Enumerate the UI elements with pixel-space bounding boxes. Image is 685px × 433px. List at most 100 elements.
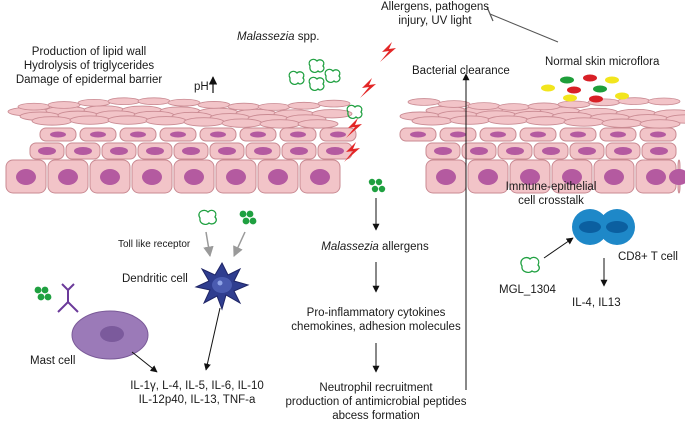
cell-nucleus [146, 147, 164, 155]
keratinocyte [167, 98, 201, 107]
malassezia-rest: spp. [294, 31, 320, 43]
cell-nucleus [506, 147, 524, 155]
stimuli-line-1: Allergens, pathogens [380, 1, 490, 13]
lightning-bolt-icon [346, 118, 362, 138]
stimuli-line-2: injury, UV light [398, 15, 472, 27]
cell-nucleus [142, 169, 162, 185]
neutrophil-line-2: production of antimicrobial peptides [285, 396, 467, 408]
bacterial-clearance-label: Bacterial clearance [412, 65, 510, 77]
mast-cell-label: Mast cell [30, 355, 76, 367]
cytokines-label: IL-1γ, L-4, IL-5, IL-6, IL-10 IL-12p40, … [108, 379, 286, 407]
cell-nucleus [218, 147, 236, 155]
microflora-bacterium [589, 95, 603, 103]
cell-nucleus [182, 147, 200, 155]
inhibition-line [486, 6, 559, 43]
allergens-label: Malassezia allergens [305, 240, 445, 254]
keratinocyte [221, 118, 263, 128]
keratinocyte [525, 116, 567, 126]
lipid-line-3: Damage of epidermal barrier [15, 74, 163, 86]
il4-il13-label: IL-4, IL13 [572, 297, 621, 309]
epidermis-layer [5, 97, 685, 194]
cell-nucleus [646, 169, 666, 185]
cell-nucleus [570, 131, 586, 138]
mgl-to-tcell-arrow [543, 237, 574, 259]
keratinocyte [647, 97, 681, 106]
cell-nucleus [434, 147, 452, 155]
microflora-bacterium [563, 94, 577, 102]
malassezia-cell-icon [308, 58, 325, 73]
lipid-line-1: Production of lipid wall [31, 46, 147, 58]
immune-line-1: Immune-epithelial [505, 181, 597, 193]
microflora-bacterium [583, 74, 597, 82]
neutrophil-line-3: abcess formation [332, 410, 420, 422]
keratinocyte [487, 115, 529, 125]
neutrophil-line-1: Neutrophil recruitment [319, 382, 433, 394]
cytokines-line-2: IL-12p40, IL-13, TNF-a [138, 394, 256, 406]
lightning-bolt-icon [380, 42, 396, 62]
stimuli-label: Allergens, pathogens injury, UV light [370, 0, 500, 28]
cell-nucleus [450, 131, 466, 138]
keratinocyte [227, 102, 261, 111]
keratinocyte [317, 99, 351, 108]
cell-nucleus [542, 147, 560, 155]
cell-nucleus [330, 131, 346, 138]
cell-nucleus [254, 147, 272, 155]
cell-nucleus [650, 131, 666, 138]
cell-nucleus [268, 169, 288, 185]
microflora-bacterium [541, 84, 555, 92]
cell-nucleus [310, 169, 330, 185]
malassezia-cell-icon [346, 104, 363, 119]
allergen-particle [371, 185, 379, 193]
cell-nucleus [226, 169, 246, 185]
keratinocyte [69, 115, 111, 125]
proinflam-line-2: chemokines, adhesion molecules [291, 321, 461, 333]
mgl-microbe-icon [520, 256, 540, 273]
cell-nucleus [650, 147, 668, 155]
lightning-bolt-icon [360, 78, 376, 98]
keratinocyte [411, 116, 453, 126]
microflora-bacterium [560, 76, 574, 84]
proinflam-line-1: Pro-inflammatory cytokines [306, 307, 446, 319]
malassezia-word: Malassezia [237, 31, 295, 43]
microflora-bacterium [615, 92, 629, 100]
dendritic-cell-icon [194, 261, 250, 311]
cell-nucleus [58, 169, 78, 185]
cell-nucleus [604, 169, 624, 185]
keratinocyte [639, 119, 681, 129]
microflora-bacterium [567, 86, 581, 94]
cell-nucleus [74, 147, 92, 155]
malassezia-microbes [288, 58, 363, 119]
keratinocyte [527, 102, 561, 111]
cell-nucleus [326, 147, 344, 155]
cell-nucleus [290, 131, 306, 138]
keratinocyte [297, 119, 339, 129]
dendritic-cell-label: Dendritic cell [122, 273, 188, 285]
normal-flora-icon [541, 74, 629, 103]
immune-line-2: cell crosstalk [518, 195, 584, 207]
ph-label: pH [194, 81, 209, 93]
cell-nucleus [669, 169, 685, 185]
keratinocyte [311, 109, 353, 119]
allergen-particles [368, 178, 386, 193]
cell-nucleus [290, 147, 308, 155]
cell-nucleus [50, 131, 66, 138]
cell-nucleus [562, 169, 582, 185]
cell-nucleus [38, 147, 56, 155]
cell-nucleus [184, 169, 204, 185]
microflora-bacterium [593, 85, 607, 93]
cell-nucleus [478, 169, 498, 185]
lightning-bolts [344, 42, 396, 162]
cell-nucleus [610, 131, 626, 138]
normal-flora-label: Normal skin microflora [545, 56, 660, 68]
keratinocyte [137, 97, 171, 105]
malassezia-cell-icon [324, 68, 341, 83]
keratinocyte [183, 117, 225, 127]
allergens-word: Malassezia [321, 241, 379, 253]
lipid-effects-label: Production of lipid wall Hydrolysis of t… [2, 45, 176, 87]
keratinocyte [467, 102, 501, 110]
malassezia-label: Malassezia spp. [237, 30, 319, 44]
keratinocyte [287, 101, 321, 110]
mast-cell-microbes [34, 286, 52, 301]
